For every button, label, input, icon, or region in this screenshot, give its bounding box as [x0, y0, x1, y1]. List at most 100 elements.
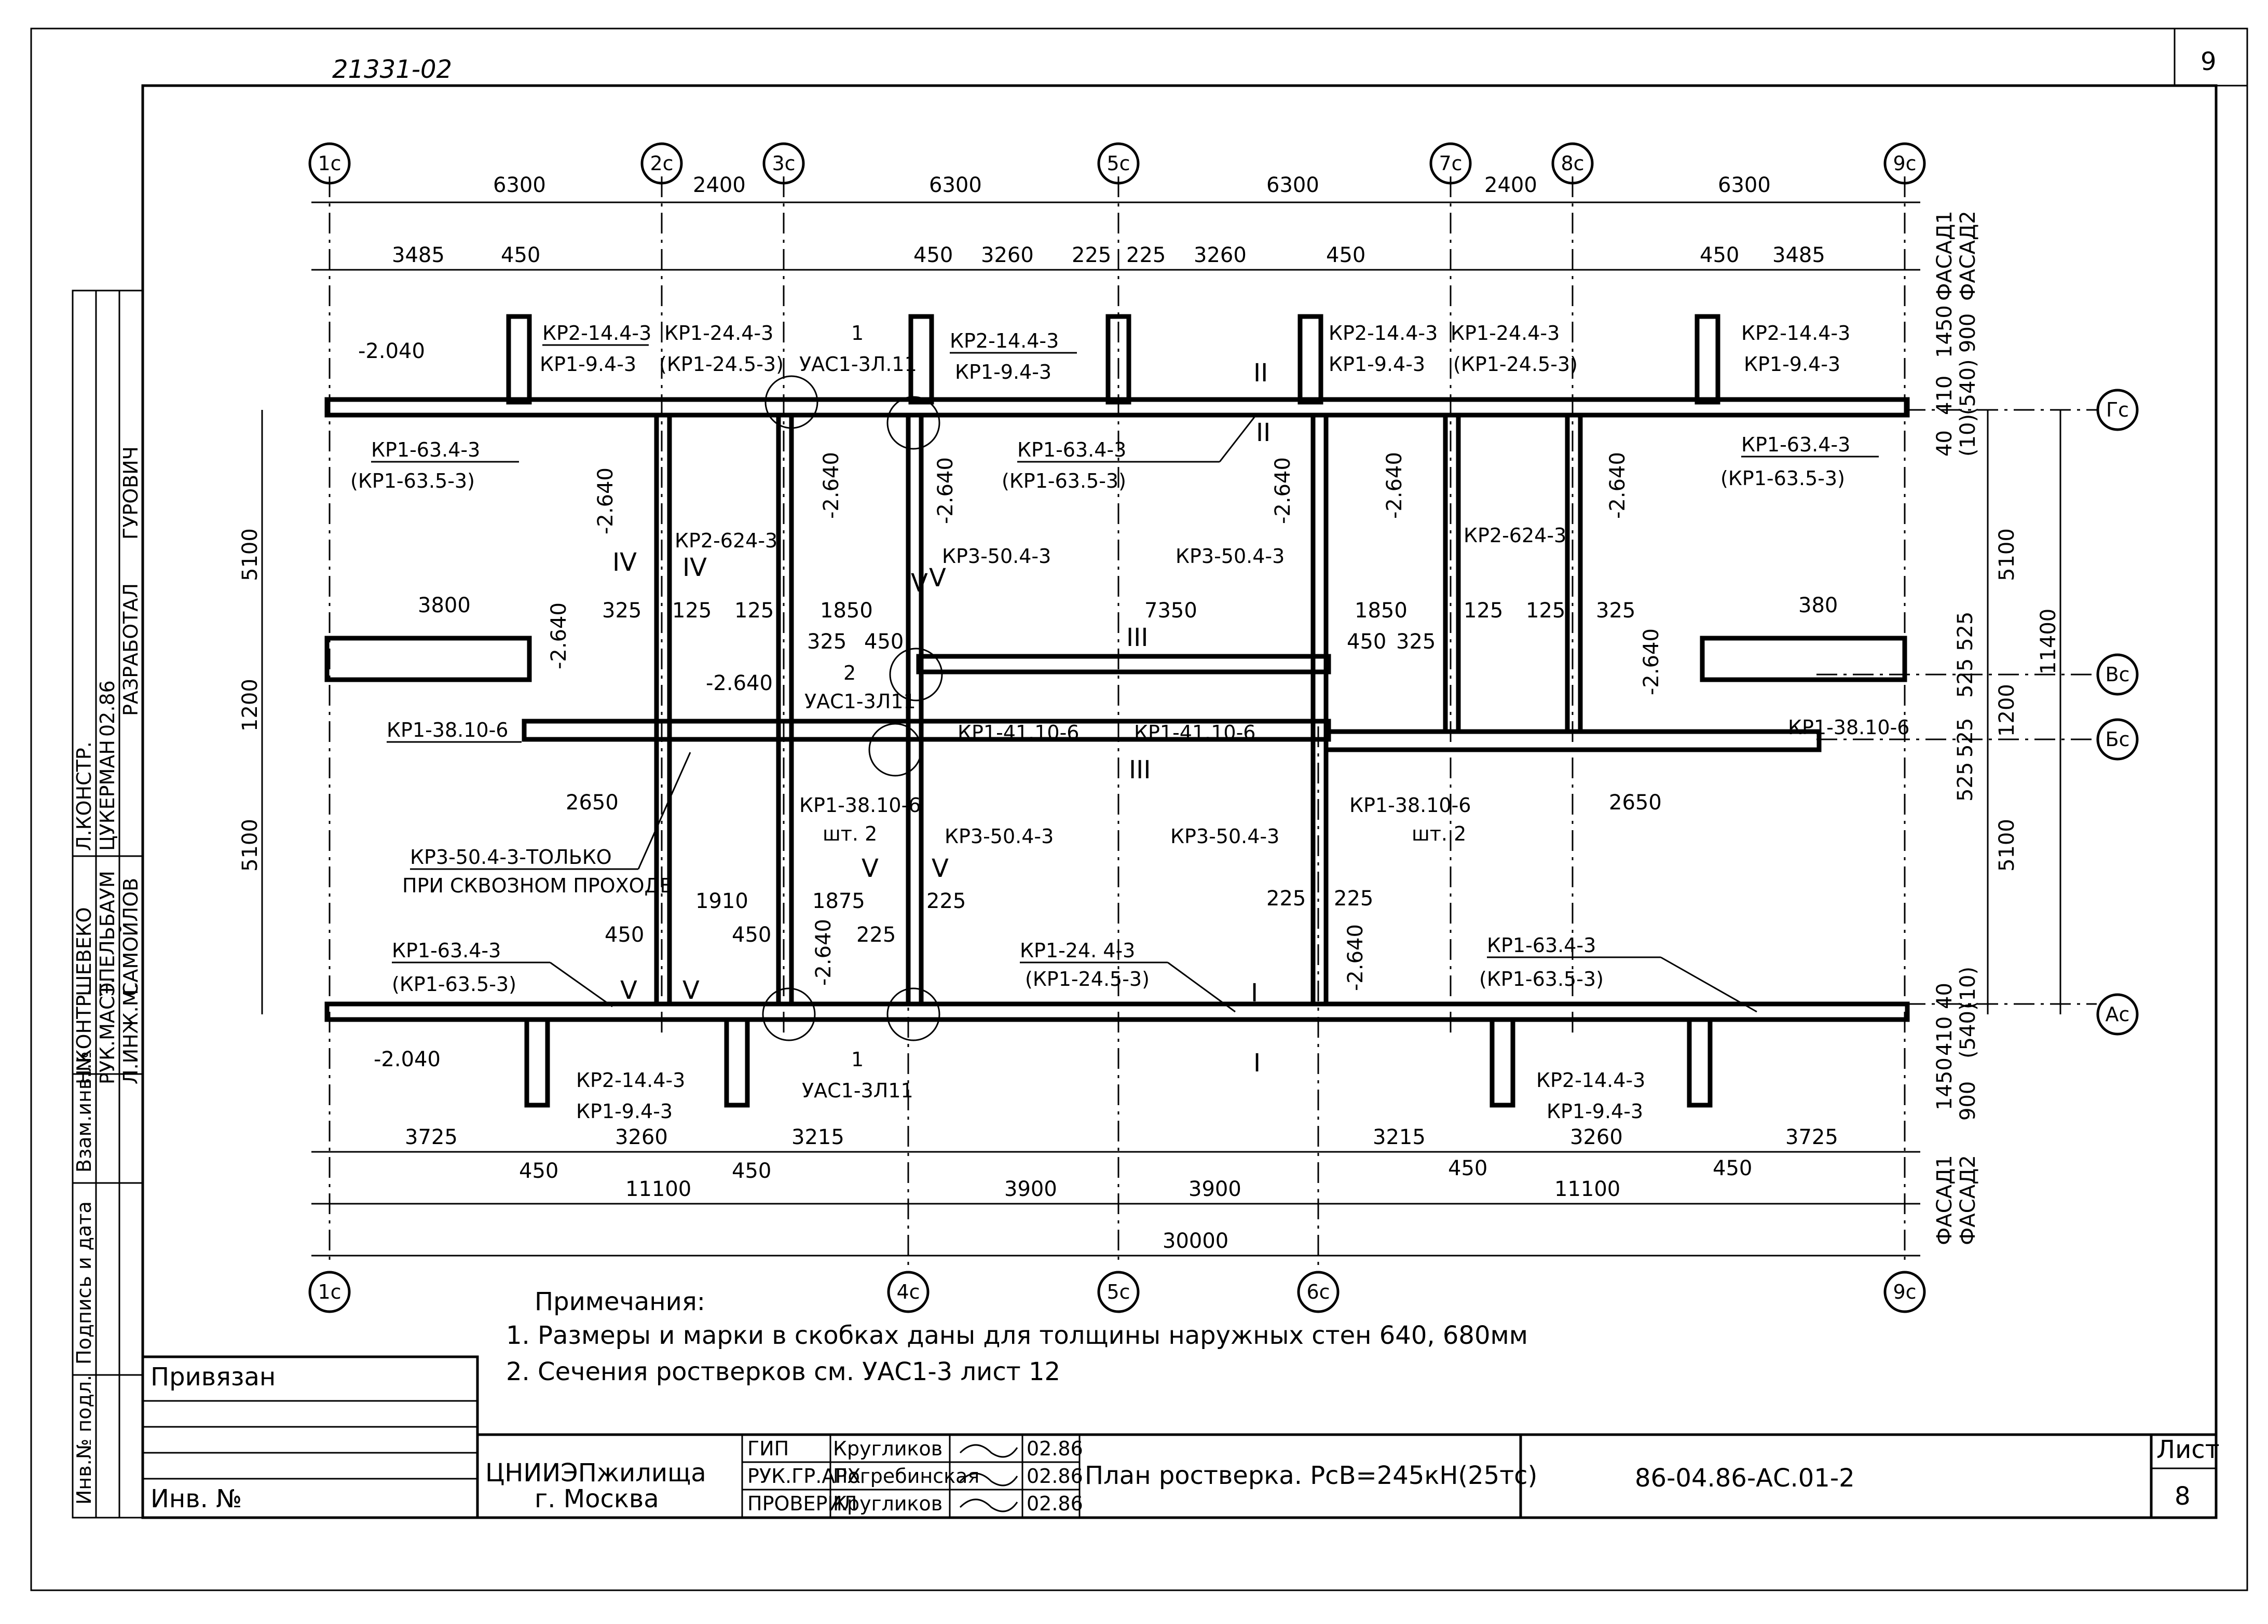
stamp-date: 02.86	[96, 680, 119, 737]
node-1-bot: 1	[851, 1048, 864, 1071]
stamp-row-3: РУК.МАСТ.	[96, 978, 119, 1084]
stamp-col-2: Подпись и дата	[73, 1201, 95, 1365]
axis-A-right: Ас	[2106, 1003, 2130, 1026]
signature-2	[959, 1472, 1018, 1487]
role-3: ПРОВЕРИЛ	[747, 1492, 857, 1515]
dim-right-3: 1200	[1995, 684, 2019, 737]
dim-right-1: 5100	[1995, 528, 2019, 581]
dim-int-18: 1910	[695, 889, 748, 913]
dim-left-3: 5100	[238, 819, 262, 872]
mark-kr2-624-a: КР2-624-3	[675, 529, 777, 552]
dim-int-2: 325	[602, 599, 641, 623]
dim-rs-m2: 525	[1953, 658, 1977, 698]
elev-9: -2.640	[706, 671, 773, 695]
top-axis-bubbles: 1с 2с 3с 5с 7с 8с 9с	[308, 142, 1926, 185]
mark-kr1-245-c: (КР1-24.5-3)	[1453, 353, 1578, 376]
mark-kr1-634-c: КР1-63.4-3	[1741, 433, 1850, 456]
dim-bsub-4: 3215	[1373, 1125, 1426, 1149]
dim-sub-8: 450	[1326, 243, 1365, 267]
mark-kr1-94-e: КР1-9.4-3	[576, 1100, 673, 1123]
side-stamp: Н.КОНТР. ШЕВЕКО РУК.МАСТ. ЭПЕЛЬБАУМ Л.ИН…	[72, 290, 144, 1519]
dim-rs-m3: 525	[1953, 718, 1977, 758]
sec-IV-a: IV	[612, 548, 637, 577]
dim-int-22: 225	[856, 923, 896, 947]
node-1-top: 1	[851, 322, 864, 345]
dim-left-2: 1200	[238, 679, 262, 732]
dim-rs-t5: (540)	[1956, 359, 1980, 415]
dim-rs-t2: 410	[1933, 376, 1957, 415]
mark-kr2-144-a: КР2-14.4-3	[542, 322, 651, 345]
dim-int-4: 125	[734, 599, 774, 623]
mark-kr2-144-d: КР2-14.4-3	[1741, 322, 1850, 345]
dim-sub-4: 3260	[981, 243, 1034, 267]
dim-sub-10: 3485	[1772, 243, 1825, 267]
elev-8: -2.640	[547, 602, 571, 669]
dim-rs-b6: 900	[1956, 1081, 1980, 1121]
sec-V-a: V	[911, 569, 928, 598]
sec-I-a: I	[1251, 979, 1258, 1008]
element-marks: КР2-14.4-3 КР1-9.4-3 КР1-24.4-3 (КР1-24.…	[350, 322, 1909, 1123]
axis-9c-top: 9с	[1893, 152, 1916, 175]
bottom-axis-bubbles: 1с 4с 5с 6с 9с	[308, 1271, 1926, 1313]
dim-left-1: 5100	[238, 528, 262, 581]
facade-label-2: ФАСАД2	[1956, 211, 1980, 301]
mark-kr1-635-a: (КР1-63.5-3)	[350, 470, 475, 492]
axis-6c-bottom: 6с	[1306, 1281, 1330, 1303]
mark-kr1-634-d: КР1-63.4-3	[392, 939, 501, 962]
mark-kr1-244-c: КР1-24.4-3	[1451, 322, 1560, 345]
mark-kr1-94-f: КР1-9.4-3	[1547, 1100, 1643, 1123]
list-number: 8	[2175, 1482, 2191, 1511]
mark-kr1-94-c: КР1-9.4-3	[1329, 353, 1425, 376]
mark-kr2-144-f: КР2-14.4-3	[1536, 1069, 1645, 1092]
inv-no: Инв. №	[151, 1484, 242, 1513]
facade-label-1: ФАСАД1	[1933, 211, 1957, 301]
dim-int-6: 325	[807, 630, 846, 654]
dim-int-3: 125	[672, 599, 712, 623]
mark-kr3-504-d: КР3-50.4-3	[1170, 825, 1279, 848]
mark-kr3-504-c: КР3-50.4-3	[945, 825, 1054, 848]
dim-b450-1: 450	[519, 1159, 558, 1183]
axis-8c-top: 8с	[1561, 152, 1584, 175]
sec-III-b: III	[1129, 755, 1151, 785]
dim-int-7: 450	[864, 630, 904, 654]
facade-label-3: ФАСАД1	[1933, 1155, 1957, 1245]
mark-kr1-634-e: КР1-63.4-3	[1487, 934, 1596, 957]
dim-rs-b3: 1450	[1933, 1057, 1957, 1110]
mark-kr1-635-b: (КР1-63.5-3)	[1002, 470, 1126, 492]
dim-int-11: 325	[1396, 630, 1436, 654]
dim-right-2: 11400	[2037, 609, 2060, 675]
elev-13: -2.040	[374, 1048, 441, 1071]
elev-1: -2.040	[358, 339, 425, 363]
dim-int-5: 1850	[820, 599, 873, 623]
dim-rs-m1: 525	[1953, 612, 1977, 651]
dim-bsub-6: 3725	[1785, 1125, 1838, 1149]
dim-top-1: 6300	[493, 173, 546, 197]
section-marks: II II III III IV IV V V V V V V I I	[612, 359, 1270, 1078]
facade-label-4: ФАСАД2	[1956, 1155, 1980, 1245]
dim-bspan-1: 11100	[625, 1177, 691, 1201]
elev-7: -2.640	[1606, 452, 1630, 519]
dim-int-21: 450	[732, 923, 771, 947]
axis-2c-top: 2с	[650, 152, 673, 175]
mark-kr1-94-d: КР1-9.4-3	[1744, 353, 1840, 376]
axis-7c-top: 7с	[1439, 152, 1462, 175]
dim-bsub-2: 3260	[615, 1125, 668, 1149]
stamp-row-8: ЦУКЕРМАН	[96, 740, 119, 851]
dim-int-23: 225	[926, 889, 966, 913]
note-1: 1. Размеры и марки в скобках даны для то…	[506, 1321, 1528, 1350]
name-1: Кругликов	[833, 1437, 942, 1460]
mark-kr1-635-e: (КР1-63.5-3)	[1479, 968, 1604, 990]
stamp-row-4: ЭПЕЛЬБАУМ	[96, 871, 119, 996]
mark-only-through: КР3-50.4-3-ТОЛЬКО	[410, 846, 612, 869]
mark-uas-mid: УАС1-3Л11	[804, 690, 916, 713]
dim-rs-b5: (540)	[1956, 1002, 1980, 1058]
org-name: ЦНИИЭПжилища	[485, 1458, 706, 1488]
notes-title: Примечания:	[535, 1287, 705, 1316]
stamp-row-1: Н.КОНТР.	[73, 989, 95, 1084]
dim-int-12: 125	[1464, 599, 1503, 623]
org-city: г. Москва	[535, 1484, 659, 1513]
mark-kr1-3810-a: КР1-38.10-6	[387, 719, 508, 741]
dim-right-4: 5100	[1995, 819, 2019, 872]
elev-3: -2.640	[819, 452, 843, 519]
